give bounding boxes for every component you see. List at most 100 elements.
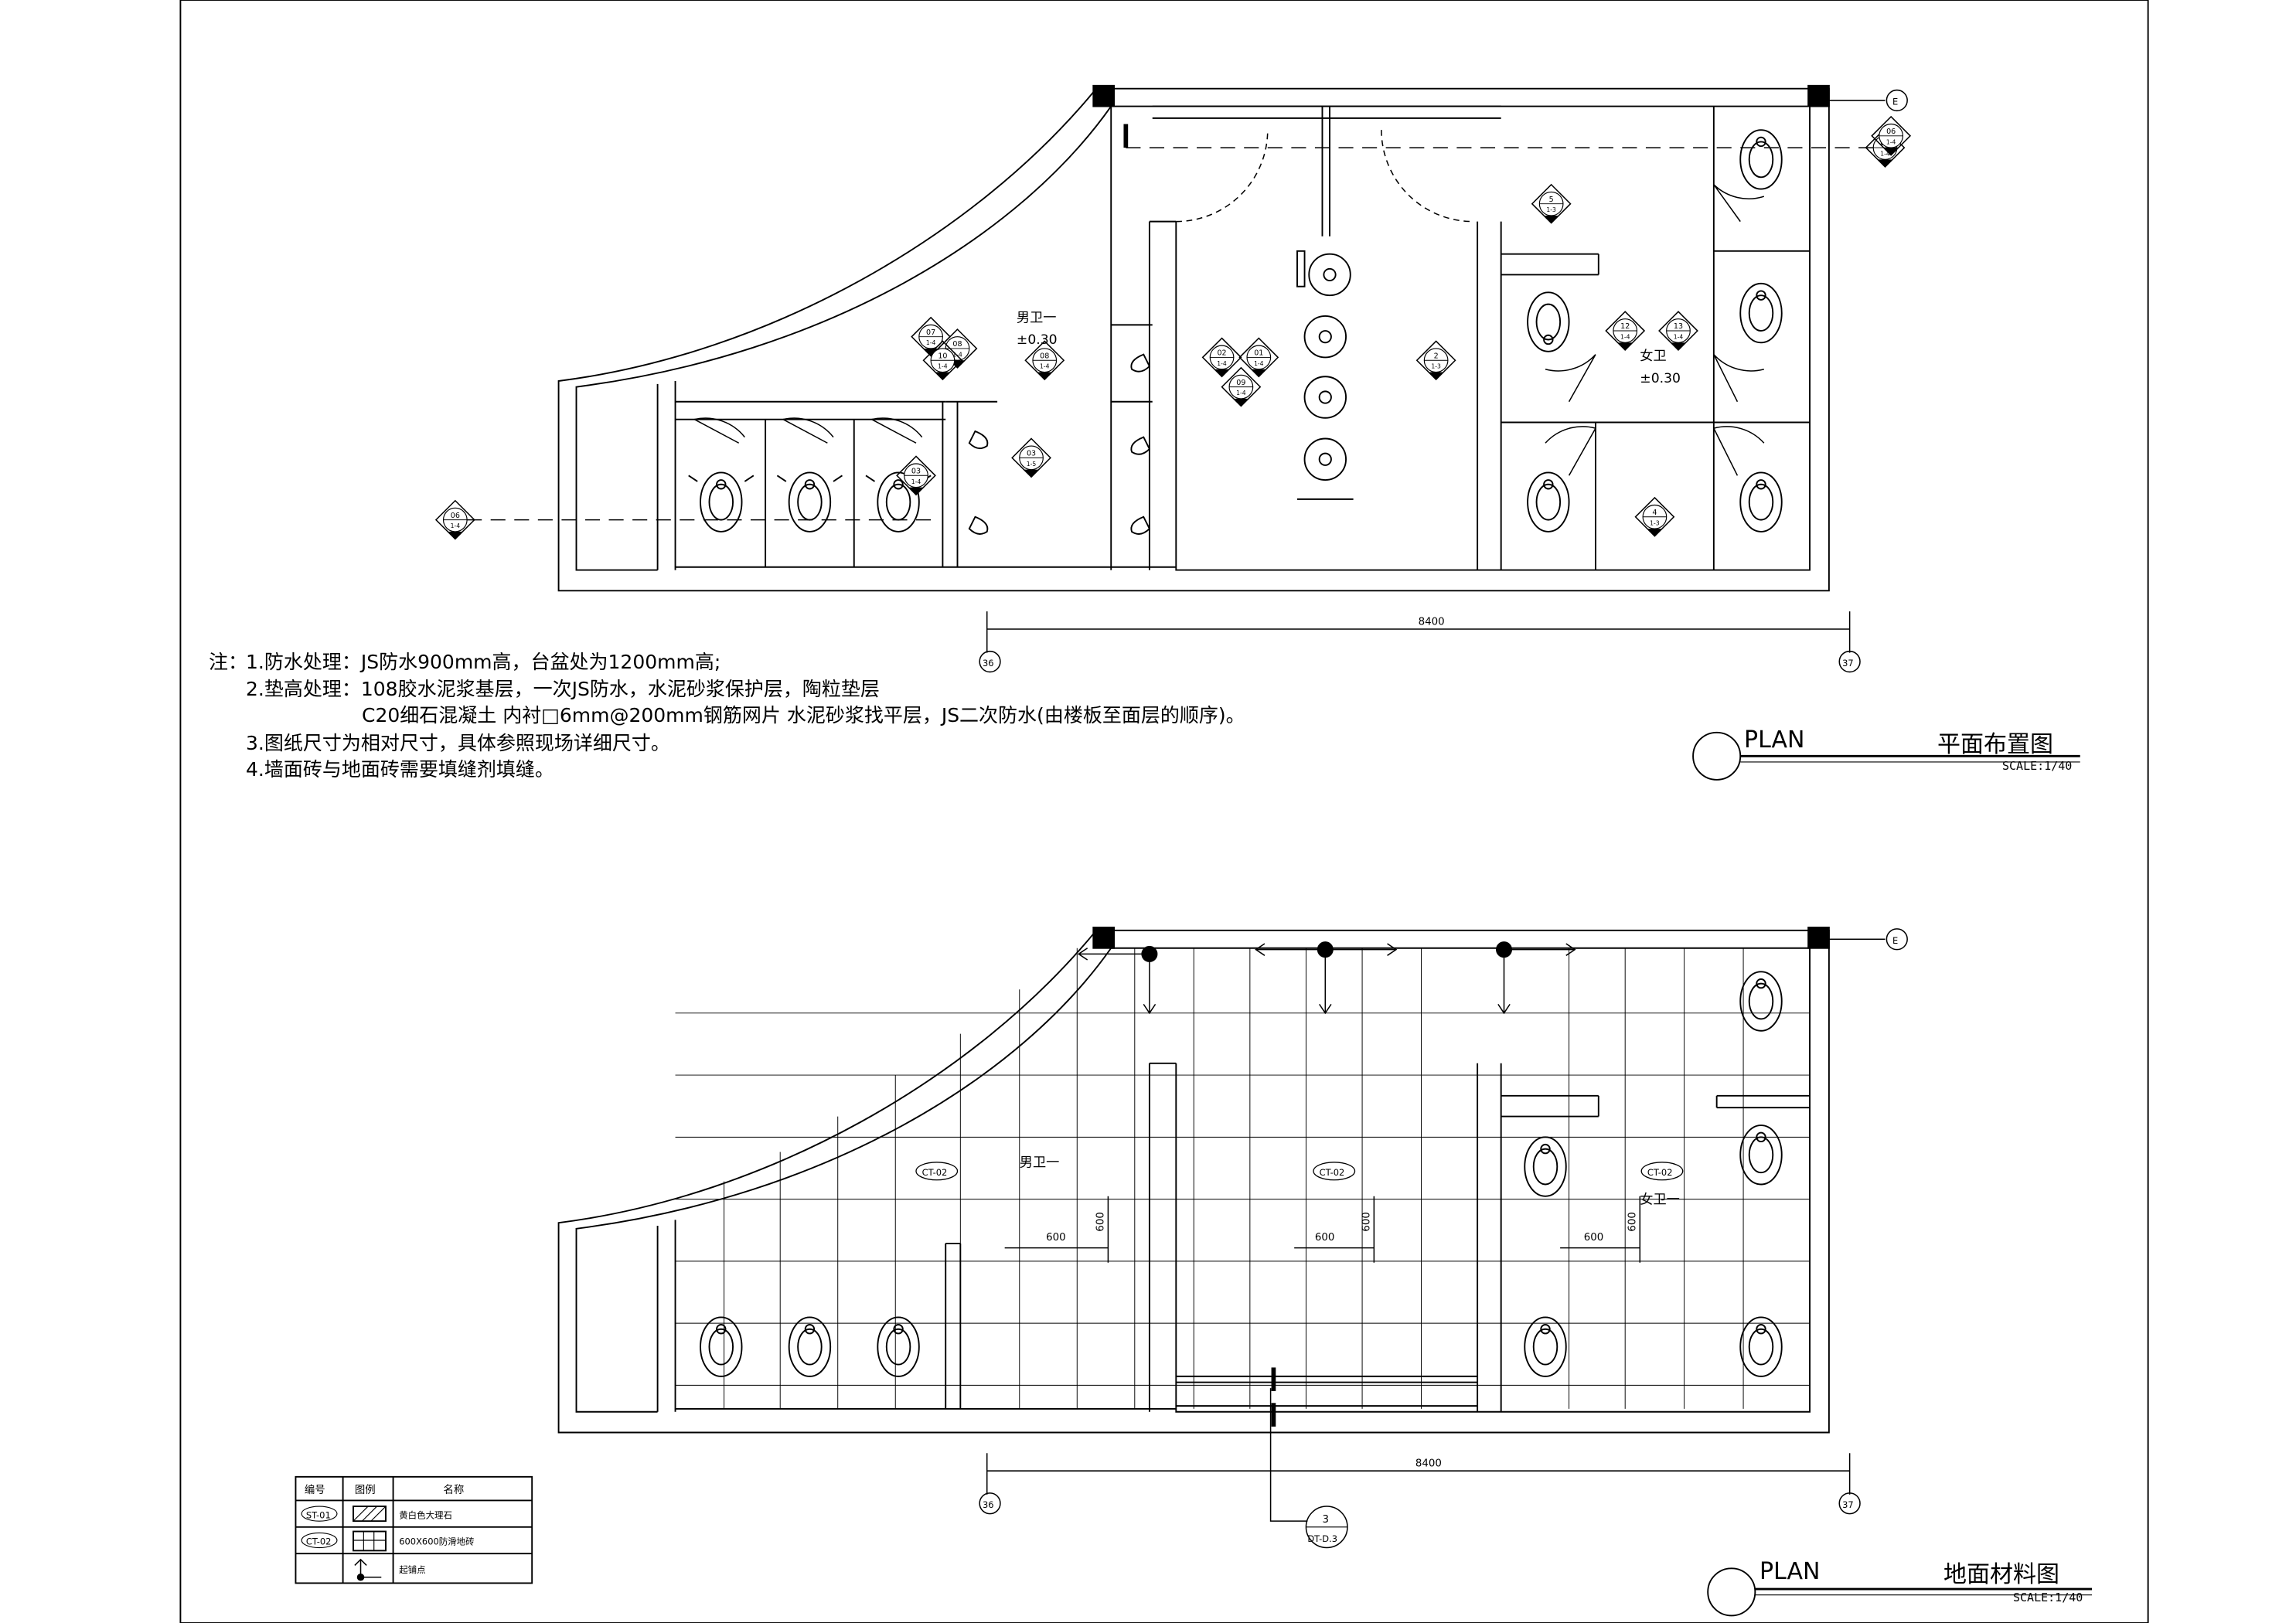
elevation-tag-sheet: 1-4	[1620, 334, 1630, 341]
top-plan-toilets	[688, 129, 1783, 532]
top-level-men: ±0.30	[1017, 332, 1058, 348]
bottom-plan-walls	[557, 927, 1830, 1434]
elevation-tag-number: 5	[1549, 196, 1554, 204]
bottom-scale: SCALE:1/40	[2013, 1591, 2083, 1604]
elevation-tag-sheet: 1-4	[938, 363, 948, 370]
top-plan-labels: 男卫一 ±0.30 女卫 ±0.30 8400 36 37 E	[983, 97, 1898, 669]
cad-linework	[179, 0, 2149, 1623]
bottom-plan-toilets	[700, 971, 1783, 1377]
top-grid-right: 37	[1842, 658, 1854, 669]
elevation-tag: 21-3	[1415, 340, 1456, 381]
tile-grid	[675, 948, 1811, 1409]
svg-text:CT-02: CT-02	[1320, 1167, 1345, 1178]
bottom-dimension: 8400	[1415, 1458, 1442, 1469]
tile-code-middle: CT-02	[1313, 1162, 1356, 1181]
legend-code-ct02: CT-02	[301, 1532, 338, 1549]
elevation-tag-sheet: 1-3	[1650, 519, 1660, 526]
elevation-tag: 121-4	[1605, 311, 1646, 351]
elevation-tag-number: 09	[1236, 379, 1245, 387]
bottom-plan-labels: 男卫一 女卫一 CT-02 CT-02 CT-02 600 600 600 60…	[915, 935, 1898, 1549]
note-line-2: 2.垫高处理：108胶水泥浆基层，一次JS防水，水泥砂浆保护层，陶粒垫层	[246, 678, 880, 700]
svg-text:CT-02: CT-02	[1647, 1167, 1673, 1178]
elevation-tag: 131-4	[1658, 311, 1698, 351]
top-title-cn: 平面布置图	[1937, 731, 2053, 758]
top-plan-walls	[557, 84, 1830, 592]
legend-header-symbol: 图例	[355, 1484, 376, 1496]
elevation-tag-number: 13	[1674, 322, 1683, 331]
top-title-en: PLAN	[1744, 726, 1805, 754]
tile-start-points	[1077, 941, 1576, 1015]
legend-header-code: 编号	[305, 1484, 325, 1496]
elevation-tag: 011-4	[1238, 337, 1279, 378]
legend-name-start-point: 起铺点	[399, 1564, 425, 1575]
elevation-tag-sheet: 1-4	[1236, 390, 1246, 396]
bottom-grid-right: 37	[1842, 1499, 1854, 1510]
elevation-tag-sheet: 1-4	[911, 478, 921, 485]
elevation-tag-sheet: 1-4	[1217, 360, 1227, 367]
note-line-4: 4.墙面砖与地面砖需要填缝剂填缝。	[246, 758, 554, 781]
bottom-title-cn: 地面材料图	[1943, 1561, 2059, 1588]
svg-text:3: 3	[1322, 1514, 1329, 1526]
section-tag-dt-d3: 3 DT-D.3	[1305, 1506, 1348, 1549]
bottom-grid-axis: E	[1892, 935, 1898, 946]
elevation-tag: 101-4	[922, 340, 963, 381]
tile-dimension-marks	[1004, 1196, 1641, 1263]
elevation-tag: 061-4	[434, 499, 475, 540]
tile-width-women: 600	[1584, 1232, 1603, 1244]
elevation-tag: 09 1-4	[1221, 366, 1262, 407]
top-room-men: 男卫一	[1017, 311, 1057, 326]
tile-height-middle: 600	[1361, 1212, 1373, 1232]
top-grid-left: 36	[983, 658, 994, 669]
elevation-tag: 031-5	[1011, 437, 1051, 478]
top-dimension: 8400	[1419, 616, 1445, 628]
notes-heading: 注：	[209, 651, 248, 673]
bottom-room-men: 男卫一	[1020, 1155, 1060, 1171]
tile-code-men: CT-02	[915, 1162, 959, 1181]
elevation-tag: 06 1-4	[1871, 115, 1912, 156]
elevation-tag-number: 2	[1434, 352, 1439, 360]
tile-width-middle: 600	[1315, 1232, 1335, 1244]
elevation-tag-number: 06	[1886, 128, 1896, 136]
svg-text:CT-02: CT-02	[306, 1536, 332, 1547]
bottom-title-en: PLAN	[1759, 1558, 1821, 1585]
elevation-tag: 41-3	[1634, 496, 1675, 537]
tile-code-women: CT-02	[1640, 1162, 1684, 1181]
top-level-women: ±0.30	[1640, 371, 1681, 386]
legend-name-marble: 黄白色大理石	[399, 1509, 452, 1520]
top-plan-dimension	[979, 89, 1908, 673]
elevation-tag-number: 08	[952, 340, 962, 349]
bottom-room-women: 女卫一	[1640, 1192, 1680, 1207]
elevation-tag-sheet: 1-4	[1880, 151, 1890, 158]
elevation-tag-number: 06	[451, 512, 460, 520]
elevation-tag-number: 02	[1217, 349, 1226, 358]
elevation-tag-number: 4	[1652, 509, 1657, 517]
tile-height-men: 600	[1095, 1212, 1107, 1232]
elevation-tag-sheet: 1-3	[1431, 363, 1441, 370]
top-scale: SCALE:1/40	[2002, 759, 2073, 773]
elevation-tag-sheet: 1-3	[1546, 206, 1556, 213]
title-blocks	[1692, 731, 2093, 1617]
elevation-tag-number: 03	[911, 467, 921, 475]
elevation-tag-sheet: 1-4	[1886, 138, 1896, 145]
elevation-tag-number: 01	[1254, 349, 1263, 358]
tile-height-women: 600	[1627, 1212, 1639, 1232]
tile-width-men: 600	[1046, 1232, 1066, 1244]
elevation-tag-sheet: 1-4	[451, 522, 461, 529]
note-line-2b: C20细石混凝土 内衬□6mm@200mm钢筋网片 水泥砂浆找平层，JS二次防水…	[362, 704, 1245, 726]
svg-text:CT-02: CT-02	[922, 1167, 948, 1178]
legend-header-name: 名称	[444, 1484, 465, 1496]
elevation-tag-number: 07	[926, 328, 935, 337]
elevation-tag: 031-4	[896, 455, 936, 496]
legend-code-st01: ST-01	[301, 1506, 338, 1522]
elevation-tag-sheet: 1-4	[1254, 360, 1264, 367]
legend-text: 编号 图例 名称 ST-01 CT-02 黄白色大理石 600X600防滑地砖 …	[301, 1484, 475, 1575]
elevation-tag-number: 08	[1040, 352, 1049, 360]
top-plan-doors	[694, 130, 1765, 476]
top-grid-axis: E	[1892, 97, 1898, 107]
elevation-tag: 081-4	[1024, 340, 1065, 381]
bottom-plan-dimension	[979, 928, 1908, 1515]
top-plan-washbasins	[1296, 250, 1354, 500]
